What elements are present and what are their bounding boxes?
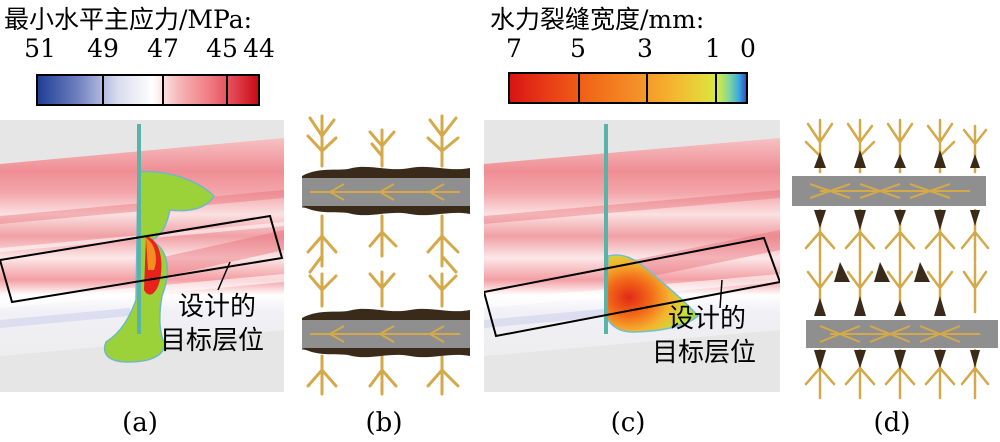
panel-a-stress-map [0,120,284,392]
stress-tick-44: 44 [243,34,275,63]
panel-a-callout-line1: 设计的 [178,292,257,322]
stress-tick-47: 47 [147,34,179,63]
panel-b-svg [302,114,470,396]
stress-tick-49: 49 [87,34,119,63]
stress-colorbar [36,74,260,106]
stress-colorbar-divider [102,76,104,104]
panel-c-callout-leader [719,279,723,309]
panel-c-fracture-plume [605,254,700,333]
panel-b-schematic [300,106,472,396]
panel-c-callout-line2: 目标层位 [652,338,757,368]
panel-c-width-map [484,120,780,392]
width-tick-1: 1 [705,34,721,63]
width-colorbar-divider [578,74,580,102]
stress-colorbar-divider [162,76,164,104]
panel-a-svg [0,120,284,392]
panel-b-label: (b) [365,408,403,438]
width-tick-5: 5 [570,34,586,63]
panel-a-label: (a) [122,408,158,438]
stress-tick-51: 51 [24,34,56,63]
panel-c-callout-line1: 设计的 [668,304,747,334]
panel-a-target-box [0,214,284,304]
panel-d-schematic [790,112,1000,400]
panel-a-callout-line2: 目标层位 [160,326,265,356]
panel-d-svg [792,118,998,400]
width-colorbar-divider [646,74,648,102]
width-colorbar [508,72,748,104]
stress-tick-45: 45 [206,34,238,63]
width-tick-3: 3 [637,34,653,63]
width-tick-7: 7 [506,34,522,63]
stress-colorbar-divider [226,76,228,104]
stress-legend-title: 最小水平主应力/MPa: [4,5,253,34]
panel-c-label: (c) [610,408,646,438]
panel-a-wellbore [137,124,141,334]
width-legend-title: 水力裂缝宽度/mm: [490,5,705,34]
panel-d-label: (d) [873,408,911,438]
panel-c-wellbore [604,124,608,334]
panel-c-target-box [484,236,780,338]
panel-c-svg [484,120,780,392]
width-tick-0: 0 [740,34,756,63]
width-colorbar-divider [715,74,717,102]
panel-a-callout-leader [217,261,231,291]
